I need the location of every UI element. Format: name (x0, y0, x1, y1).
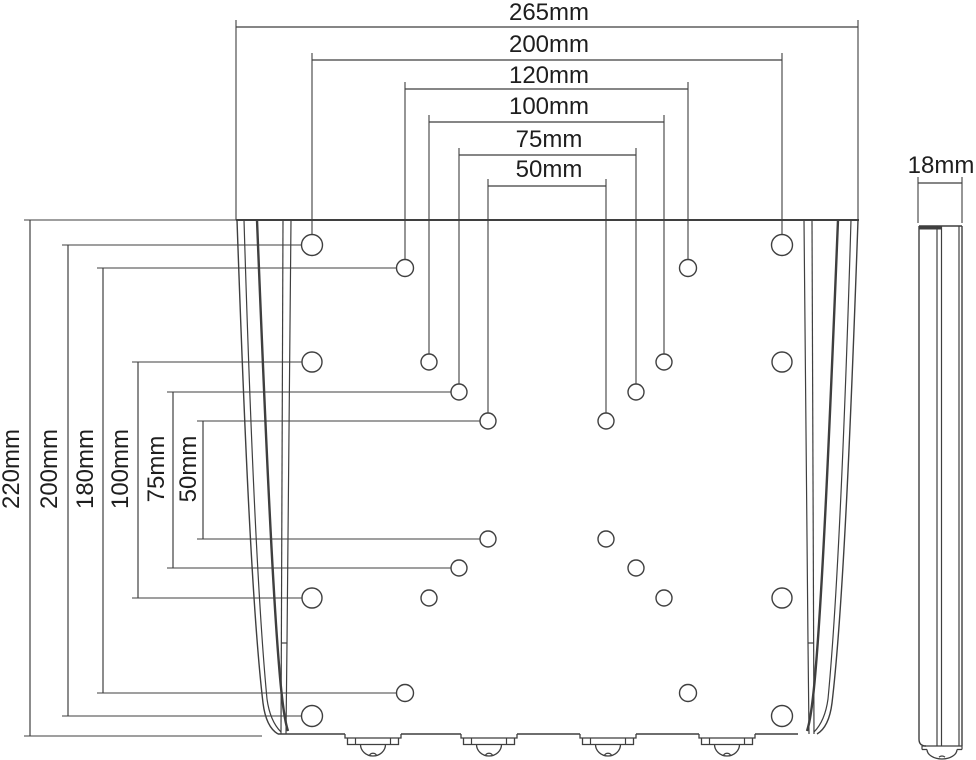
mounting-holes (300, 233, 794, 728)
mounting-hole-vesa-200w-100h (301, 351, 323, 373)
side-dome-notch (938, 755, 946, 758)
tab-bar (462, 738, 516, 746)
mounting-hole-vesa-200x200 (770, 233, 794, 257)
left-flange-outer-edge-2 (243, 219, 282, 733)
front-view-plate (236, 219, 859, 735)
tab-bar (346, 738, 400, 746)
side-front-edge (918, 226, 927, 747)
tab-notch (579, 734, 637, 739)
tab-notch (460, 734, 518, 739)
dimension-label-265mm: 265mm (508, 0, 590, 26)
top-dimension-75mm (458, 148, 637, 384)
left-dimension-200mm (62, 244, 302, 717)
top-dimension-265mm (235, 20, 859, 220)
left-flange-inner-edge-1 (280, 219, 284, 735)
left-flange-outer-edge (236, 219, 279, 735)
mounting-hole-vesa-50x50 (479, 530, 497, 548)
tab-notch (344, 734, 402, 739)
mounting-hole-vesa-50x50 (597, 412, 615, 430)
top-dimension-200mm (311, 53, 783, 235)
top-dimension-100mm (428, 115, 665, 354)
top-dimension-50mm (487, 179, 607, 413)
left-flange-fold-edge (255, 219, 290, 732)
dimension-label-50mm: 50mm (175, 435, 202, 503)
right-flange-inner-edge-1 (811, 219, 815, 735)
mounting-hole-vesa-120w-180h (395, 683, 415, 703)
left-dimension-180mm (97, 267, 397, 694)
left-dimension-50mm (197, 420, 480, 540)
left-flange-inner-edge-2 (285, 219, 292, 735)
dimension-label-180mm: 180mm (72, 428, 99, 510)
right-flange-outer-edge (816, 219, 859, 735)
mounting-hole-vesa-75x75 (450, 383, 468, 401)
dimension-label-100mm: 100mm (107, 428, 134, 510)
mounting-hole-vesa-200x200 (300, 233, 324, 257)
mounting-hole-vesa-50x50 (479, 412, 497, 430)
tab-bar-inner-walls (589, 738, 627, 745)
tab-screw-dome (475, 744, 503, 757)
mounting-hole-vesa-75x75 (450, 559, 468, 577)
dimension-label-18mm: 18mm (907, 152, 975, 179)
left-dimension-220mm (24, 219, 262, 737)
tab-dome-notch (368, 752, 378, 756)
tab-dome-notch (603, 752, 613, 756)
right-flange-inner-edge-2 (803, 219, 810, 735)
right-flange-fold-edge (805, 219, 840, 732)
dimension-label-75mm: 75mm (515, 126, 583, 153)
mounting-hole-vesa-200w-100h (301, 587, 323, 609)
left-dimension-100mm (132, 361, 302, 599)
mounting-hole-vesa-100x100 (420, 589, 438, 607)
tab-screw-dome (594, 744, 622, 757)
tab-notch (698, 734, 756, 739)
mounting-hole-vesa-75x75 (627, 559, 645, 577)
tab-dome-notch (484, 752, 494, 756)
dimension-label-220mm: 220mm (0, 428, 25, 510)
mounting-hole-vesa-120w-180h (678, 258, 698, 278)
tab-bar-inner-walls (470, 738, 508, 745)
bottom-tab-1 (344, 734, 402, 757)
tab-bar (581, 738, 635, 746)
bottom-tab-4 (698, 734, 756, 757)
side-screw-dome (926, 749, 958, 760)
bottom-tab-2 (460, 734, 518, 757)
dimension-label-200mm: 200mm (36, 428, 63, 510)
mounting-hole-vesa-200x200 (770, 704, 794, 728)
side-dimension-18mm (917, 177, 963, 223)
mounting-hole-vesa-75x75 (627, 383, 645, 401)
mounting-hole-vesa-100x100 (420, 353, 438, 371)
top-dimension-120mm (404, 82, 689, 260)
left-dimension-75mm (167, 391, 451, 569)
dimension-label-200mm: 200mm (508, 31, 590, 58)
mounting-hole-vesa-200x200 (300, 704, 324, 728)
dimension-label-75mm: 75mm (143, 435, 170, 503)
bottom-tab-3 (579, 734, 637, 757)
tab-screw-dome (359, 744, 387, 757)
tab-screw-dome (713, 744, 741, 757)
mounting-hole-vesa-50x50 (597, 530, 615, 548)
mounting-hole-vesa-100x100 (655, 353, 673, 371)
side-foot (921, 745, 963, 751)
side-view-profile (918, 225, 963, 760)
right-flange-outer-edge-2 (813, 219, 852, 733)
dimension-label-120mm: 120mm (508, 62, 590, 89)
dimension-label-100mm: 100mm (508, 93, 590, 120)
tab-bar-inner-walls (354, 738, 392, 745)
tab-dome-notch (722, 752, 732, 756)
mounting-hole-vesa-200w-100h (771, 587, 793, 609)
mounting-hole-vesa-120w-180h (395, 258, 415, 278)
tab-bar (700, 738, 754, 746)
mounting-hole-vesa-100x100 (655, 589, 673, 607)
mounting-hole-vesa-120w-180h (678, 683, 698, 703)
dimension-label-50mm: 50mm (515, 156, 583, 183)
mounting-hole-vesa-200w-100h (771, 351, 793, 373)
tab-bar-inner-walls (708, 738, 746, 745)
